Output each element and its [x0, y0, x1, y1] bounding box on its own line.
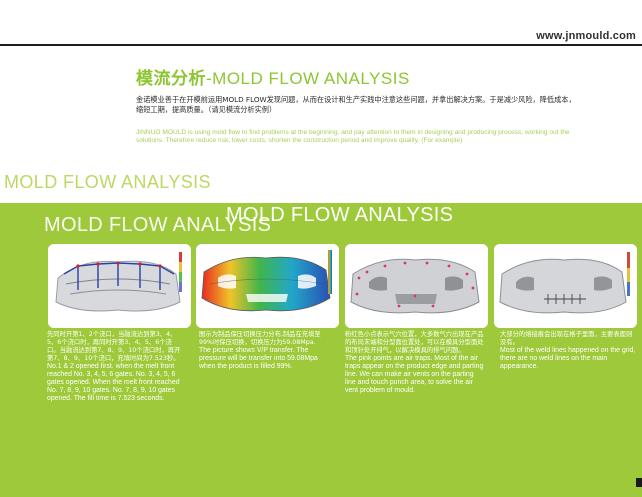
- section-title-en: -MOLD FLOW ANALYSIS: [206, 69, 410, 88]
- analysis-image-fill-time: [48, 244, 191, 328]
- intro-paragraph-cn: 金诺模业善于在开模前运用MOLD FLOW发现问题，从而在设计和生产实践中注意这…: [136, 95, 576, 114]
- caption-vp-transfer-cn: 图示为制品保压切换压力分布,制品在充填至99%时保压切换，切换压力为59.08M…: [199, 331, 321, 346]
- top-header-band: [0, 0, 642, 45]
- bumper-air-traps-illustration: [345, 244, 488, 328]
- panel-title-back: MOLD FLOW ANALYSIS: [44, 214, 272, 236]
- caption-fill-time-cn: 先同时开第1、2个浇口，当融流达到第3、4、5、6个浇口时，再同时开第3、4、5…: [47, 331, 181, 362]
- header-divider-line: [0, 44, 642, 46]
- caption-air-traps-cn: 粉红色小点表示气穴位置，大多数气穴出现在产品的布局末端和分型面位置处，可以在模具…: [345, 331, 484, 354]
- caption-air-traps: 粉红色小点表示气穴位置，大多数气穴出现在产品的布局末端和分型面位置处，可以在模具…: [345, 331, 485, 395]
- ghost-heading: MOLD FLOW ANALYSIS: [4, 172, 211, 192]
- caption-fill-time: 先同时开第1、2个浇口，当融流达到第3、4、5、6个浇口时，再同时开第3、4、5…: [47, 331, 183, 403]
- section-title: 模流分析-MOLD FLOW ANALYSIS: [136, 64, 410, 89]
- caption-weld-lines: 大部分的熔接痕会出现在格子里面，主要表面则没有。 Most of the wel…: [500, 331, 636, 371]
- analysis-panel: MOLD FLOW ANALYSIS MOLD FLOW ANALYSIS: [0, 203, 642, 497]
- analysis-image-vp-transfer: [196, 244, 339, 328]
- analysis-image-air-traps: [345, 244, 488, 328]
- caption-air-traps-en: The pink points are air traps. Most of t…: [345, 355, 484, 394]
- caption-vp-transfer: 图示为制品保压切换压力分布,制品在充填至99%时保压切换，切换压力为59.08M…: [199, 331, 333, 371]
- caption-weld-lines-en: Most of the weld lines happened on the g…: [500, 347, 636, 370]
- caption-fill-time-en: No.1 & 2 opened first. when the melt fro…: [47, 363, 180, 402]
- corner-arrow-mark: [636, 478, 642, 487]
- bumper-heatmap-illustration: [196, 244, 339, 328]
- bumper-gates-illustration: [48, 244, 191, 328]
- bumper-weld-lines-illustration: [494, 244, 637, 328]
- section-title-cn: 模流分析: [136, 69, 206, 88]
- analysis-image-weld-lines: [494, 244, 637, 328]
- panel-title-front: MOLD FLOW ANALYSIS: [226, 204, 454, 226]
- website-url[interactable]: www.jnmould.com: [536, 30, 636, 42]
- intro-paragraph-en: JINNUO MOULD is using mold flow to find …: [136, 129, 570, 144]
- caption-weld-lines-cn: 大部分的熔接痕会出现在格子里面，主要表面则没有。: [500, 331, 633, 346]
- caption-vp-transfer-en: The picture shows V/P transfer. The pres…: [199, 347, 318, 370]
